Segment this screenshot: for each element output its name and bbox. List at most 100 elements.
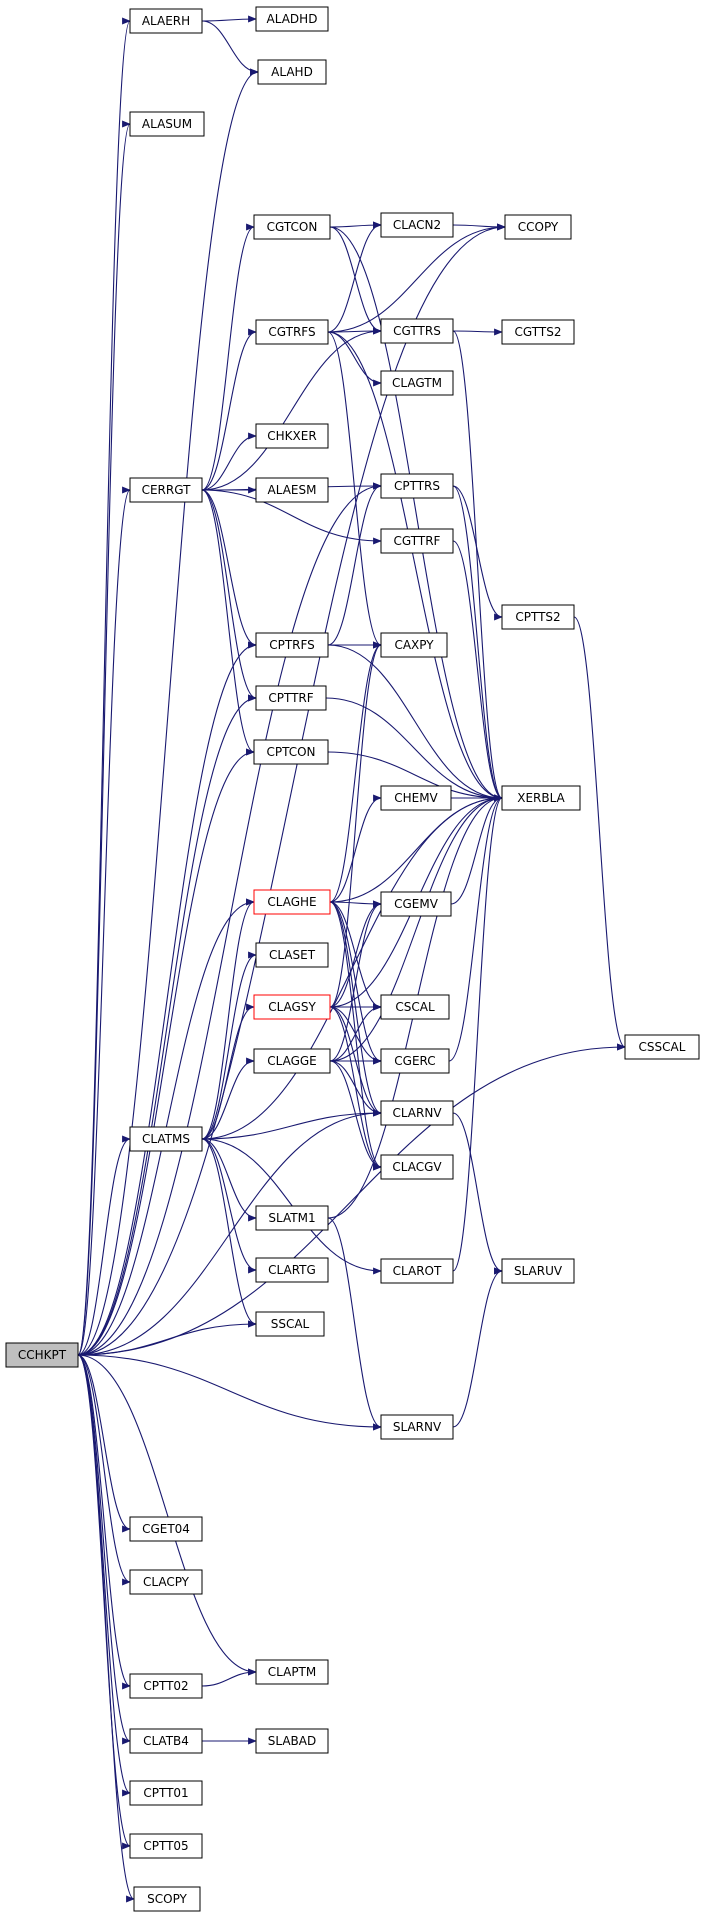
node-label: CAXPY [394,638,434,652]
edge-clatms-to-slatm1 [201,1138,257,1222]
node-clatb4[interactable]: CLATB4 [129,1728,203,1754]
node-clagsy[interactable]: CLAGSY [253,994,331,1020]
node-box [380,1414,454,1440]
node-alaesm[interactable]: ALAESM [255,477,329,503]
node-label: CPTTRS [394,479,440,493]
node-slabad[interactable]: SLABAD [255,1728,329,1754]
node-clacgv[interactable]: CLACGV [380,1154,454,1180]
node-label: CLAGGE [267,1054,317,1068]
node-cpttrf[interactable]: CPTTRF [255,685,327,711]
node-box [501,604,575,630]
node-slatm1[interactable]: SLATM1 [255,1205,329,1231]
node-box [129,477,203,503]
node-label: CCOPY [518,220,559,234]
node-label: CSSCAL [639,1040,686,1054]
node-cscal[interactable]: CSCAL [380,994,450,1020]
node-box [257,59,327,85]
edge-clatms-to-claghe [201,898,255,1140]
node-box [501,319,575,345]
node-alahd[interactable]: ALAHD [257,59,327,85]
node-ccopy[interactable]: CCOPY [504,214,572,240]
node-cptts2[interactable]: CPTTS2 [501,604,575,630]
node-clatms[interactable]: CLATMS [129,1126,203,1152]
node-cgerc[interactable]: CGERC [380,1048,450,1074]
node-label: CLACN2 [393,218,441,232]
node-csscal[interactable]: CSSCAL [624,1034,700,1060]
node-cptt05[interactable]: CPTT05 [129,1833,203,1859]
node-xerbla[interactable]: XERBLA [501,785,581,811]
nodes-layer: CCHKPT ALAERH ALADHD ALAHD ALASUM CCOPY CGTCON… [5,6,700,1912]
edge-cgtrfs-to-ccopy [327,223,506,333]
node-label: CGTRFS [268,325,315,339]
edge-cerrgt-to-cptrfs [201,489,257,649]
node-cgemv[interactable]: CGEMV [380,891,452,917]
node-alaerh[interactable]: ALAERH [129,8,203,34]
node-label: SLARUV [514,1264,563,1278]
node-box [129,1780,203,1806]
node-cgtrfs[interactable]: CGTRFS [255,319,329,345]
node-cerrgt[interactable]: CERRGT [129,477,203,503]
node-cgtcon[interactable]: CGTCON [253,214,331,240]
node-cgttrs[interactable]: CGTTRS [380,318,454,344]
node-cptt02[interactable]: CPTT02 [129,1673,203,1699]
edge-cgttrf-to-xerbla [452,540,503,802]
node-scopy[interactable]: SCOPY [133,1886,201,1912]
edge-cerrgt-to-cgttrf [201,489,382,545]
node-box [255,1728,329,1754]
edge-clagge-to-xerbla [329,794,503,1062]
node-cget04[interactable]: CGET04 [129,1516,203,1542]
node-label: CGET04 [142,1522,190,1536]
node-clartg[interactable]: CLARTG [255,1257,329,1283]
node-cgttrf[interactable]: CGTTRF [380,528,454,554]
edge-cerrgt-to-cgtcon [201,223,255,491]
node-box [133,1886,201,1912]
node-box [129,8,203,34]
node-cpttrs[interactable]: CPTTRS [380,473,454,499]
node-cptcon[interactable]: CPTCON [253,739,329,765]
node-box [255,6,329,32]
node-cptt01[interactable]: CPTT01 [129,1780,203,1806]
node-label: SLATM1 [268,1211,315,1225]
node-clacn2[interactable]: CLACN2 [380,212,454,238]
node-cgtts2[interactable]: CGTTS2 [501,319,575,345]
node-label: SCOPY [147,1892,187,1906]
node-claset[interactable]: CLASET [255,942,329,968]
edge-cptrfs-to-xerbla [327,644,503,802]
edge-cptrfs-to-cpttrs [327,482,382,646]
node-clagtm[interactable]: CLAGTM [380,370,454,396]
node-clarnv[interactable]: CLARNV [380,1100,454,1126]
edge-cchkpt-to-alaerh [77,17,131,1356]
node-box [504,214,572,240]
node-label: CPTT02 [143,1679,188,1693]
node-slaruv[interactable]: SLARUV [501,1258,575,1284]
edge-cerrgt-to-cgtrfs [201,328,257,491]
node-chemv[interactable]: CHEMV [380,785,452,811]
node-clarot[interactable]: CLAROT [380,1258,454,1284]
node-label: CGTTS2 [515,325,562,339]
edge-cerrgt-to-cptcon [201,489,255,756]
node-clacpy[interactable]: CLACPY [129,1569,203,1595]
edge-cchkpt-to-clatb4 [77,1354,131,1745]
node-cchkpt[interactable]: CCHKPT [5,1342,79,1368]
edge-cgerc-to-xerbla [448,794,503,1062]
node-aladhd[interactable]: ALADHD [255,6,329,32]
node-caxpy[interactable]: CAXPY [380,632,448,658]
node-box [253,889,331,915]
node-clagge[interactable]: CLAGGE [253,1048,331,1074]
node-claptm[interactable]: CLAPTM [255,1659,329,1685]
node-slarnv[interactable]: SLARNV [380,1414,454,1440]
node-cptrfs[interactable]: CPTRFS [255,632,329,658]
edge-cchkpt-to-cget04 [77,1354,131,1533]
node-chkxer[interactable]: CHKXER [255,423,329,449]
node-box [129,1126,203,1152]
edge-cgtrfs-to-caxpy [327,331,382,649]
node-alasum[interactable]: ALASUM [129,111,205,137]
edge-cgtrfs-to-cgttrs [327,327,382,335]
node-claghe[interactable]: CLAGHE [253,889,331,915]
node-sscal[interactable]: SSCAL [255,1311,325,1337]
edge-cpttrs-to-cptts2 [452,485,503,621]
edge-cchkpt-to-alasum [77,120,131,1356]
node-box [380,1258,454,1284]
node-label: CLARNV [392,1106,442,1120]
edge-cchkpt-to-cptt01 [77,1354,131,1797]
